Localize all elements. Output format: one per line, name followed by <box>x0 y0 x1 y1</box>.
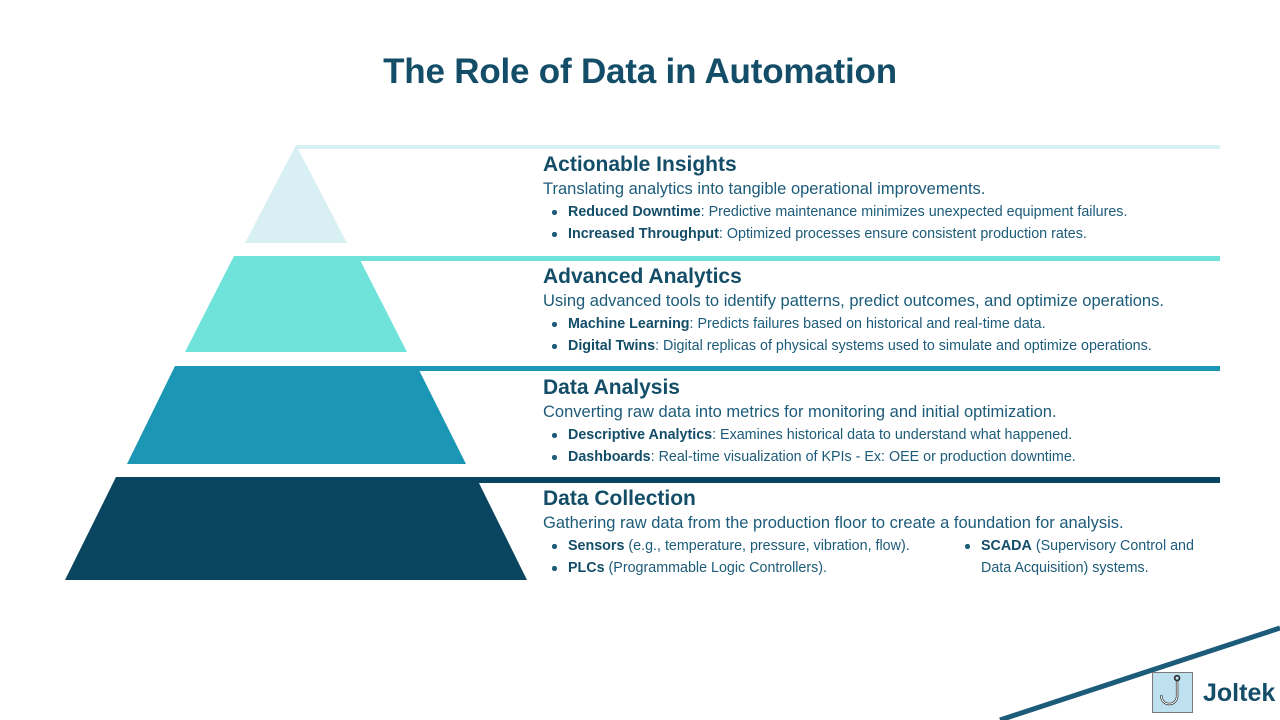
bullet-term: PLCs <box>568 560 605 576</box>
list-item: SCADA (Supervisory Control and Data Acqu… <box>956 535 1216 579</box>
bullet-text: (Supervisory Control and Data Acquisitio… <box>981 538 1194 576</box>
tier-content-data-analysis: Data Analysis Converting raw data into m… <box>543 375 1076 468</box>
bullet-text: : Real-time visualization of KPIs - Ex: … <box>650 449 1076 465</box>
pyramid-tier-1-rule <box>296 145 1220 149</box>
list-item: Descriptive Analytics: Examines historic… <box>543 424 1076 446</box>
tier-bullet-list-column-2: SCADA (Supervisory Control and Data Acqu… <box>956 535 1216 579</box>
tier-subtitle: Translating analytics into tangible oper… <box>543 180 986 198</box>
brand-name: Joltek <box>1203 679 1276 707</box>
tier-bullet-columns: Sensors (e.g., temperature, pressure, vi… <box>543 535 1194 585</box>
bullet-text: : Optimized processes ensure consistent … <box>718 226 1087 242</box>
bullet-text: : Predicts failures based on historical … <box>689 316 1046 332</box>
bullet-text: : Predictive maintenance minimizes unexp… <box>700 204 1128 220</box>
bullet-term: Sensors <box>568 538 625 554</box>
tier-subtitle: Converting raw data into metrics for mon… <box>543 403 1057 421</box>
list-item: Machine Learning: Predicts failures base… <box>543 313 1164 335</box>
bullet-text: : Examines historical data to understand… <box>712 427 1073 443</box>
list-item: Digital Twins: Digital replicas of physi… <box>543 335 1164 357</box>
tier-bullet-list: Reduced Downtime: Predictive maintenance… <box>543 201 1127 245</box>
tier-heading: Actionable Insights <box>543 153 737 176</box>
bullet-term: Digital Twins <box>568 338 656 354</box>
bullet-text: : Digital replicas of physical systems u… <box>655 338 1152 354</box>
pyramid-tier-2-shape <box>185 256 407 352</box>
tier-content-data-collection: Data Collection Gathering raw data from … <box>543 486 1194 585</box>
tier-content-advanced-analytics: Advanced Analytics Using advanced tools … <box>543 264 1164 357</box>
bullet-text: (Programmable Logic Controllers). <box>604 560 828 576</box>
tier-bullet-list-column-1: Sensors (e.g., temperature, pressure, vi… <box>543 535 910 579</box>
bullet-term: Machine Learning <box>568 316 690 332</box>
list-item: Sensors (e.g., temperature, pressure, vi… <box>543 535 910 557</box>
tier-heading: Data Collection <box>543 487 696 510</box>
pyramid-tier-4-rule <box>116 477 1220 483</box>
pyramid-tier-2-rule <box>234 256 1220 261</box>
pyramid-tier-3-rule <box>175 366 1220 371</box>
joltek-j-logo-icon <box>1152 672 1193 713</box>
pyramid-tier-3-shape <box>127 366 466 464</box>
bullet-term: SCADA <box>981 538 1032 554</box>
tier-heading: Advanced Analytics <box>543 265 742 288</box>
list-item: Reduced Downtime: Predictive maintenance… <box>543 201 1127 223</box>
tier-content-actionable-insights: Actionable Insights Translating analytic… <box>543 152 1127 245</box>
tier-bullet-list: Descriptive Analytics: Examines historic… <box>543 424 1076 468</box>
tier-subtitle: Gathering raw data from the production f… <box>543 514 1124 532</box>
bullet-text: (e.g., temperature, pressure, vibration,… <box>624 538 910 554</box>
bullet-term: Descriptive Analytics <box>568 427 713 443</box>
list-item: Increased Throughput: Optimized processe… <box>543 223 1127 245</box>
bullet-term: Dashboards <box>568 449 651 465</box>
pyramid-tier-1-shape <box>245 145 347 243</box>
bullet-term: Increased Throughput <box>568 226 719 242</box>
page-title: The Role of Data in Automation <box>383 52 897 91</box>
tier-heading: Data Analysis <box>543 376 680 399</box>
footer-diagonal-accent <box>999 625 1280 720</box>
bullet-term: Reduced Downtime <box>568 204 701 220</box>
tier-subtitle: Using advanced tools to identify pattern… <box>543 292 1164 310</box>
pyramid-tier-4-shape <box>65 477 527 580</box>
tier-bullet-list: Machine Learning: Predicts failures base… <box>543 313 1164 357</box>
list-item: Dashboards: Real-time visualization of K… <box>543 446 1076 468</box>
list-item: PLCs (Programmable Logic Controllers). <box>543 557 910 579</box>
